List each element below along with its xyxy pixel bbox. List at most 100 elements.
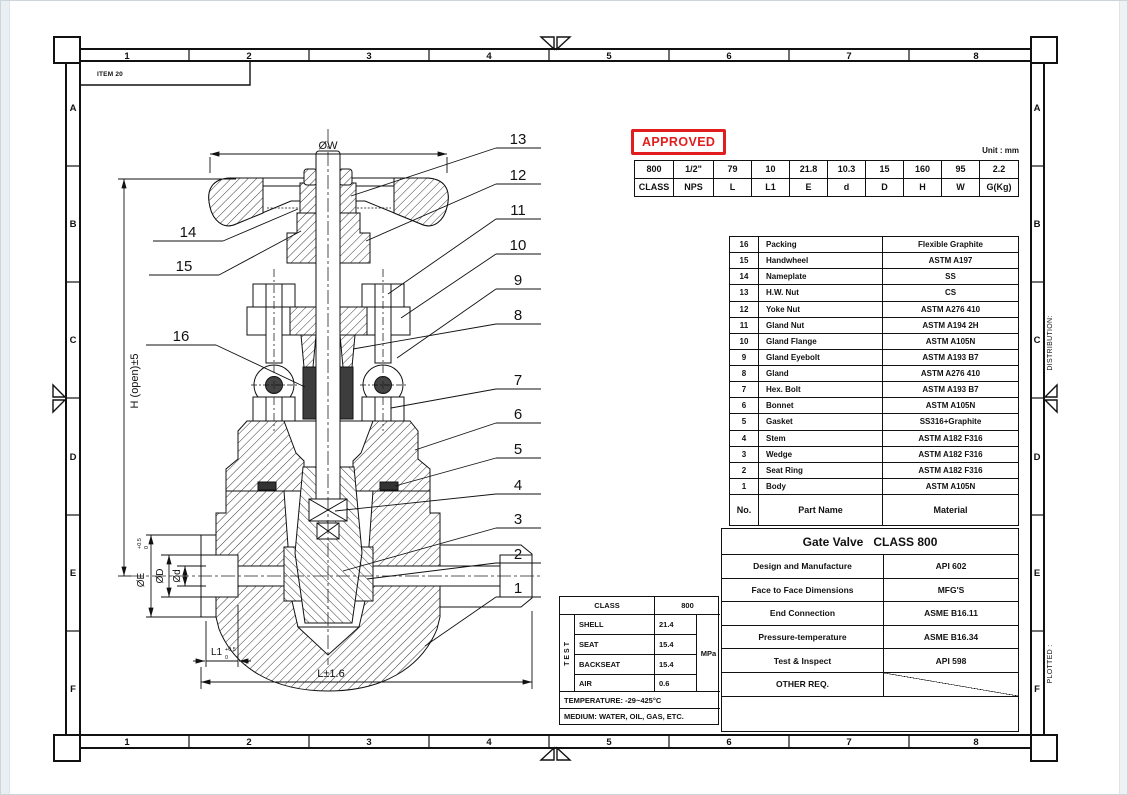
- test-temperature: TEMPERATURE: -29~425°C: [560, 692, 720, 709]
- spec-label: Pressure-temperature: [722, 625, 884, 650]
- svg-text:9: 9: [514, 272, 522, 289]
- part-material: ASTM A182 F316: [883, 447, 1018, 463]
- svg-text:A: A: [1034, 103, 1041, 114]
- svg-text:F: F: [1034, 684, 1040, 695]
- valve-hw-nut-right: [338, 168, 353, 186]
- title-block-empty-row: [722, 697, 1018, 731]
- svg-text:ØW: ØW: [319, 140, 339, 152]
- part-no: 14: [730, 269, 759, 286]
- part-no: 5: [730, 414, 759, 431]
- valve-gasket-right: [379, 481, 399, 491]
- part-no: 6: [730, 398, 759, 415]
- svg-text:L±1.6: L±1.6: [317, 668, 344, 680]
- part-no: 16: [730, 237, 759, 254]
- spec-label: End Connection: [722, 602, 884, 626]
- svg-text:16: 16: [173, 328, 190, 345]
- item-ref-box: ITEM 20: [80, 61, 251, 86]
- part-no: 7: [730, 382, 759, 399]
- svg-text:C: C: [1034, 335, 1041, 346]
- spec-label: Design and Manufacture: [722, 555, 884, 579]
- valve-gasket-left: [257, 481, 277, 491]
- window-right-edge: [1119, 1, 1127, 794]
- svg-text:3: 3: [366, 737, 371, 748]
- part-no: 10: [730, 333, 759, 350]
- svg-text:7: 7: [846, 51, 851, 62]
- part-material: ASTM A193 B7: [883, 350, 1018, 366]
- svg-text:1: 1: [124, 737, 130, 748]
- svg-text:ØE: ØE: [136, 572, 147, 587]
- svg-text:0: 0: [225, 655, 228, 661]
- valve-hw-nut-left: [303, 168, 318, 186]
- sheet-side-notes: DISTRIBUTION: PLOTTED :: [1047, 315, 1054, 683]
- valve-gland-nuts: [252, 283, 405, 308]
- svg-text:5: 5: [514, 441, 522, 458]
- svg-text:10: 10: [510, 237, 527, 254]
- spec-label: OTHER REQ.: [722, 672, 884, 697]
- svg-text:A: A: [70, 103, 77, 114]
- part-name: Gland Eyebolt: [759, 349, 883, 366]
- part-name: Stem: [759, 430, 883, 447]
- svg-text:4: 4: [486, 51, 492, 62]
- part-name: Bonnet: [759, 398, 883, 415]
- part-material: SS316+Graphite: [883, 414, 1018, 431]
- part-material: ASTM A194 2H: [883, 318, 1018, 334]
- svg-text:11: 11: [510, 202, 526, 219]
- spec-value: ASME B16.11: [884, 602, 1018, 626]
- part-no: 4: [730, 430, 759, 447]
- svg-text:4: 4: [486, 737, 492, 748]
- frame-row-labels-right: A B C D E F: [1034, 103, 1041, 695]
- dim-header-cell: NPS: [674, 178, 714, 196]
- part-no: 12: [730, 301, 759, 318]
- spec-value-na: [884, 672, 1018, 697]
- part-name: Gland: [759, 366, 883, 383]
- dim-header-cell: H: [904, 178, 942, 196]
- part-name: Hex. Bolt: [759, 382, 883, 399]
- svg-text:F: F: [70, 684, 76, 695]
- dim-value-cell: 79: [714, 161, 752, 179]
- frame-corner-boxes: [53, 36, 1058, 762]
- part-no: 9: [730, 349, 759, 366]
- valve-gland-left: [300, 334, 317, 368]
- title-block: Gate Valve CLASS 800 Design and Manufact…: [721, 528, 1019, 732]
- test-name: SEAT: [575, 635, 655, 655]
- part-no: 1: [730, 478, 759, 495]
- svg-text:+0.5: +0.5: [137, 538, 143, 549]
- svg-text:DISTRIBUTION:: DISTRIBUTION:: [1047, 315, 1054, 370]
- part-material: ASTM A182 F316: [883, 463, 1018, 479]
- svg-text:2: 2: [246, 737, 251, 748]
- svg-text:15: 15: [176, 258, 193, 275]
- test-value: 15.4: [655, 655, 697, 675]
- svg-text:2: 2: [246, 51, 251, 62]
- part-no: 13: [730, 285, 759, 302]
- dim-header-cell: W: [942, 178, 980, 196]
- dim-header-cell: G(Kg): [986, 182, 1012, 193]
- part-material: ASTM A193 B7: [883, 382, 1018, 399]
- part-name: H.W. Nut: [759, 285, 883, 302]
- svg-text:2: 2: [514, 546, 522, 563]
- dim-value-cell: 15: [866, 161, 904, 179]
- spec-label: Face to Face Dimensions: [722, 578, 884, 603]
- part-material: ASTM A276 410: [883, 366, 1018, 383]
- svg-text:6: 6: [514, 406, 522, 423]
- part-material: ASTM A105N: [883, 334, 1018, 350]
- dim-value-cell: 10: [752, 161, 790, 179]
- svg-text:E: E: [70, 568, 76, 579]
- drawing-title: Gate Valve CLASS 800: [722, 529, 1018, 555]
- test-row-header: TEST: [560, 615, 575, 692]
- valve-gland-right: [339, 334, 356, 368]
- dim-value-cell: 10.3: [828, 161, 866, 179]
- approved-stamp: APPROVED: [631, 129, 727, 155]
- part-material: ASTM A276 410: [883, 302, 1018, 318]
- dim-oe: ØE +0.5 0: [136, 534, 203, 618]
- svg-text:7: 7: [846, 737, 851, 748]
- part-no: 11: [730, 317, 759, 334]
- part-name: Handwheel: [759, 253, 883, 270]
- part-material: ASTM A182 F316: [883, 431, 1018, 447]
- test-class-label: CLASS: [560, 597, 655, 615]
- dim-header-cell: d: [828, 178, 866, 196]
- dim-value-cell: 800: [635, 161, 674, 179]
- spec-label: Test & Inspect: [722, 649, 884, 673]
- svg-text:L1: L1: [211, 647, 223, 658]
